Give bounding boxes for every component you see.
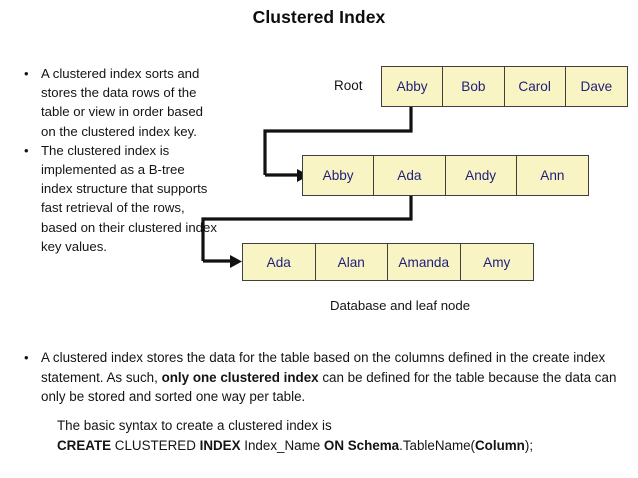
bullet-marker-icon: •: [24, 66, 29, 81]
node-cell: Bob: [443, 67, 505, 106]
bottom-bullet-part2: can be defined for the table because the…: [41, 369, 617, 405]
bottom-bullet-emphasis: only one clustered index: [161, 369, 319, 385]
bullet-text: The clustered index is implemented as a …: [41, 142, 217, 254]
node-cell: Andy: [446, 156, 517, 195]
node-cell: Alan: [316, 244, 388, 280]
list-item: • The clustered index is implemented as …: [17, 141, 217, 256]
bullet-text: A clustered index sorts and stores the d…: [41, 66, 204, 139]
leaf-node-caption: Database and leaf node: [330, 298, 471, 313]
sql-table-name: .TableName(: [399, 438, 476, 453]
node-cell: Ann: [540, 168, 565, 183]
node-cell: Ada: [243, 244, 316, 280]
bottom-bullet-item: • A clustered index stores the data for t…: [17, 348, 638, 407]
btree-leaf-row: Ada Alan Amanda Amy: [242, 243, 534, 281]
bullet-marker-icon: •: [24, 142, 29, 158]
syntax-block: The basic syntax to create a clustered i…: [57, 416, 617, 456]
sql-keyword-column: Column: [475, 438, 525, 453]
bottom-bullet-part1: A clustered index stores the data for th…: [41, 350, 606, 385]
btree-intermediate-row: Abby Ada Andy Ann: [302, 155, 589, 196]
node-cell: Abby: [382, 67, 444, 106]
node-cell: Ada: [374, 156, 446, 195]
list-item: • A clustered index sorts and stores the…: [17, 64, 217, 141]
root-label: Root: [334, 78, 363, 93]
node-cell: Amanda: [388, 244, 461, 280]
node-cell: Dave: [580, 79, 613, 94]
sql-keyword-create: CREATE: [57, 438, 112, 453]
btree-root-row: Abby Bob Carol Dave: [381, 66, 628, 107]
sql-keyword-index: INDEX: [199, 438, 241, 453]
sql-keyword-on-schema: ON Schema: [323, 438, 400, 453]
sql-word-clustered: CLUSTERED: [111, 438, 200, 453]
syntax-intro: The basic syntax to create a clustered i…: [57, 418, 332, 433]
node-cell: Carol: [505, 67, 566, 106]
node-cell: Abby: [303, 156, 375, 195]
sql-index-name: Index_Name: [240, 438, 324, 453]
sql-statement-tail: );: [524, 438, 534, 453]
syntax-statement: CREATE CLUSTERED INDEX Index_Name ON Sch…: [57, 436, 617, 456]
bullet-marker-icon: •: [24, 350, 29, 365]
page-title: Clustered Index: [252, 7, 386, 27]
left-bullet-list: • A clustered index sorts and stores the…: [17, 64, 217, 256]
node-cell: Amy: [483, 254, 511, 270]
